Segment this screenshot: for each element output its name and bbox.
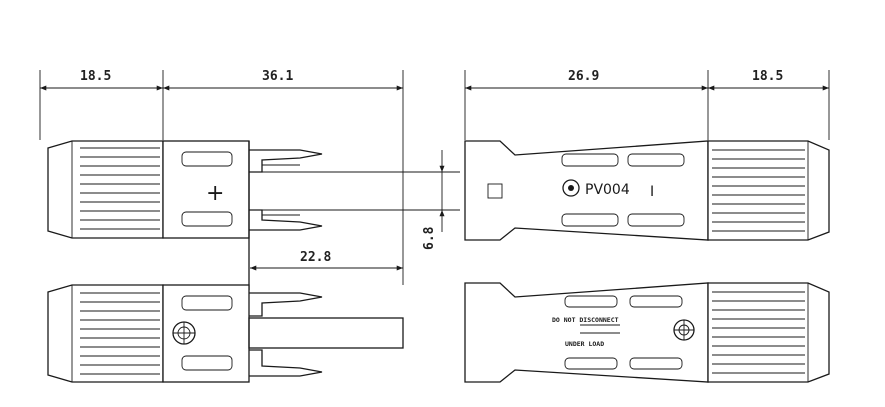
model-mark: I <box>650 184 654 200</box>
lock-symbol-icon <box>172 321 196 345</box>
dimension-lines <box>39 70 830 285</box>
dim-pin-length: 22.8 <box>300 250 331 265</box>
lock-symbol-icon <box>673 319 695 341</box>
warning-text-1: DO NOT DISCONNECT <box>552 316 619 324</box>
logo-icon <box>562 179 580 197</box>
female-connector-top <box>464 140 830 241</box>
warning-text-2: UNDER LOAD <box>565 340 604 348</box>
male-connector-top <box>47 140 323 290</box>
model-label: PV004 <box>585 182 630 198</box>
dim-right-nut: 18.5 <box>752 69 783 84</box>
connector-bottom-left <box>47 284 404 383</box>
polarity-mark: + <box>206 181 224 206</box>
dim-left-nut: 18.5 <box>80 69 111 84</box>
dim-pin-diameter: 6.8 <box>422 226 437 250</box>
dim-right-body: 26.9 <box>568 69 599 84</box>
dim-left-body: 36.1 <box>262 69 293 84</box>
female-connector-bottom <box>464 282 830 383</box>
